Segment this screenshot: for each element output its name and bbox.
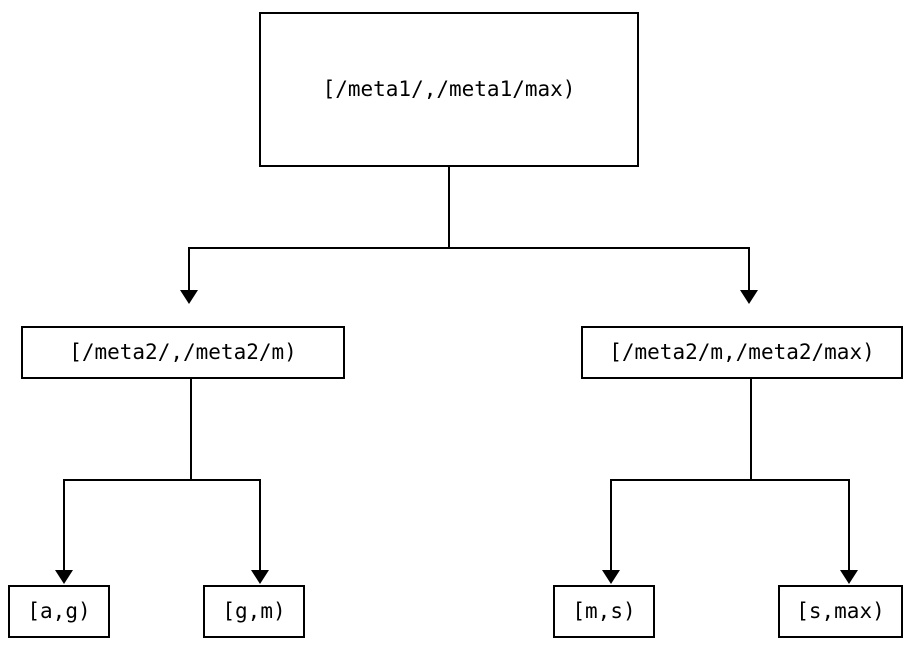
- node-leaf-gm[interactable]: [g,m): [203, 585, 305, 638]
- node-leaf-ag[interactable]: [a,g): [8, 585, 110, 638]
- connector-root-stem: [448, 167, 450, 249]
- connector-drop-to-gm: [259, 479, 261, 571]
- node-leaf-gm-label: [g,m): [222, 599, 286, 623]
- connector-drop-to-ag: [63, 479, 65, 571]
- connector-drop-to-ms: [610, 479, 612, 571]
- connector-right-stem: [750, 379, 752, 481]
- node-root[interactable]: [/meta1/,/meta1/max): [259, 12, 639, 167]
- connector-drop-to-smax: [848, 479, 850, 571]
- node-leaf-smax[interactable]: [s,max): [778, 585, 903, 638]
- node-leaf-smax-label: [s,max): [796, 599, 885, 623]
- connector-left-stem: [190, 379, 192, 481]
- connector-root-drop-right: [748, 247, 750, 291]
- node-root-label: [/meta1/,/meta1/max): [322, 77, 576, 101]
- node-meta2-low-label: [/meta2/,/meta2/m): [69, 340, 297, 364]
- connector-right-horizontal-bar: [610, 479, 850, 481]
- arrowhead-to-smax: [840, 570, 858, 584]
- node-leaf-ag-label: [a,g): [27, 599, 91, 623]
- arrowhead-to-ag: [55, 570, 73, 584]
- node-meta2-low[interactable]: [/meta2/,/meta2/m): [21, 326, 345, 379]
- node-meta2-high[interactable]: [/meta2/m,/meta2/max): [581, 326, 903, 379]
- node-leaf-ms[interactable]: [m,s): [553, 585, 655, 638]
- arrowhead-to-gm: [251, 570, 269, 584]
- node-meta2-high-label: [/meta2/m,/meta2/max): [609, 340, 875, 364]
- connector-root-horizontal-bar: [188, 247, 750, 249]
- node-leaf-ms-label: [m,s): [572, 599, 636, 623]
- connector-left-horizontal-bar: [63, 479, 261, 481]
- arrowhead-to-ms: [602, 570, 620, 584]
- arrowhead-to-meta2-high: [740, 290, 758, 304]
- arrowhead-to-meta2-low: [180, 290, 198, 304]
- connector-root-drop-left: [188, 247, 190, 291]
